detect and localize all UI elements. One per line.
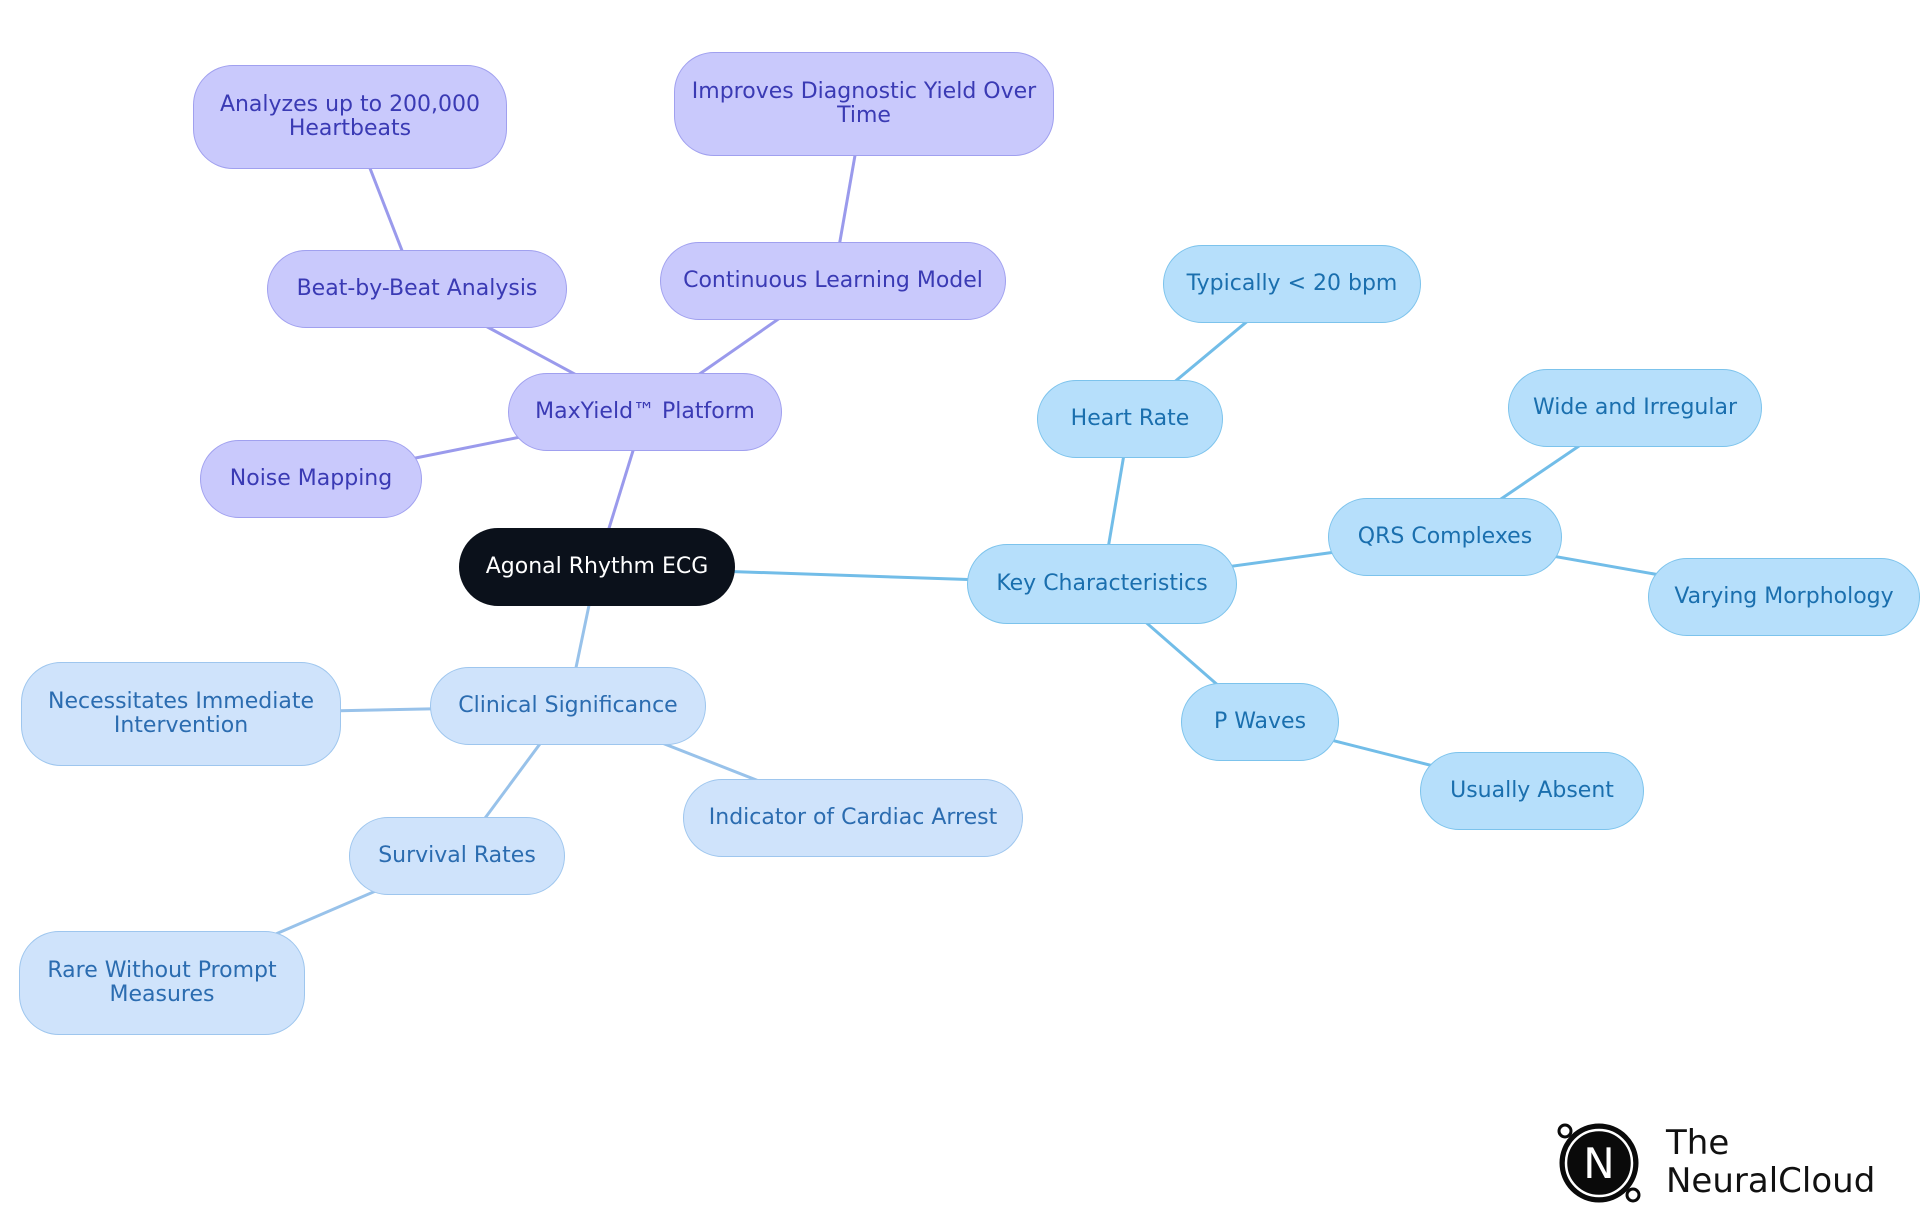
node-typically-under-20-bpm[interactable]: Typically < 20 bpm xyxy=(1163,245,1421,323)
neuralcloud-logo-icon: N xyxy=(1557,1123,1641,1203)
node-improves-diagnostic-yield[interactable]: Improves Diagnostic Yield Over Time xyxy=(674,52,1054,156)
node-usually-absent[interactable]: Usually Absent xyxy=(1420,752,1644,830)
node-heart-rate[interactable]: Heart Rate xyxy=(1037,380,1223,458)
node-key-characteristics[interactable]: Key Characteristics xyxy=(967,544,1237,624)
node-p-waves[interactable]: P Waves xyxy=(1181,683,1339,761)
node-analyzes-heartbeats[interactable]: Analyzes up to 200,000 Heartbeats xyxy=(193,65,507,169)
node-noise-mapping[interactable]: Noise Mapping xyxy=(200,440,422,518)
node-beat-by-beat-analysis[interactable]: Beat-by-Beat Analysis xyxy=(267,250,567,328)
node-survival-rates[interactable]: Survival Rates xyxy=(349,817,565,895)
node-indicator-of-cardiac-arrest[interactable]: Indicator of Cardiac Arrest xyxy=(683,779,1023,857)
logo-wordmark-line1: The xyxy=(1666,1123,1730,1163)
neuralcloud-logo: N The NeuralCloud xyxy=(1554,1118,1894,1208)
node-rare-without-prompt-measures[interactable]: Rare Without Prompt Measures xyxy=(19,931,305,1035)
node-wide-and-irregular[interactable]: Wide and Irregular xyxy=(1508,369,1762,447)
logo-glyph: N xyxy=(1583,1139,1614,1188)
node-qrs-complexes[interactable]: QRS Complexes xyxy=(1328,498,1562,576)
node-varying-morphology[interactable]: Varying Morphology xyxy=(1648,558,1920,636)
node-clinical-significance[interactable]: Clinical Significance xyxy=(430,667,706,745)
node-continuous-learning-model[interactable]: Continuous Learning Model xyxy=(660,242,1006,320)
node-maxyield-platform[interactable]: MaxYield™ Platform xyxy=(508,373,782,451)
logo-wordmark-line2: NeuralCloud xyxy=(1666,1161,1876,1201)
node-agonal-rhythm-ecg[interactable]: Agonal Rhythm ECG xyxy=(459,528,735,606)
node-necessitates-immediate-intervention[interactable]: Necessitates Immediate Intervention xyxy=(21,662,341,766)
